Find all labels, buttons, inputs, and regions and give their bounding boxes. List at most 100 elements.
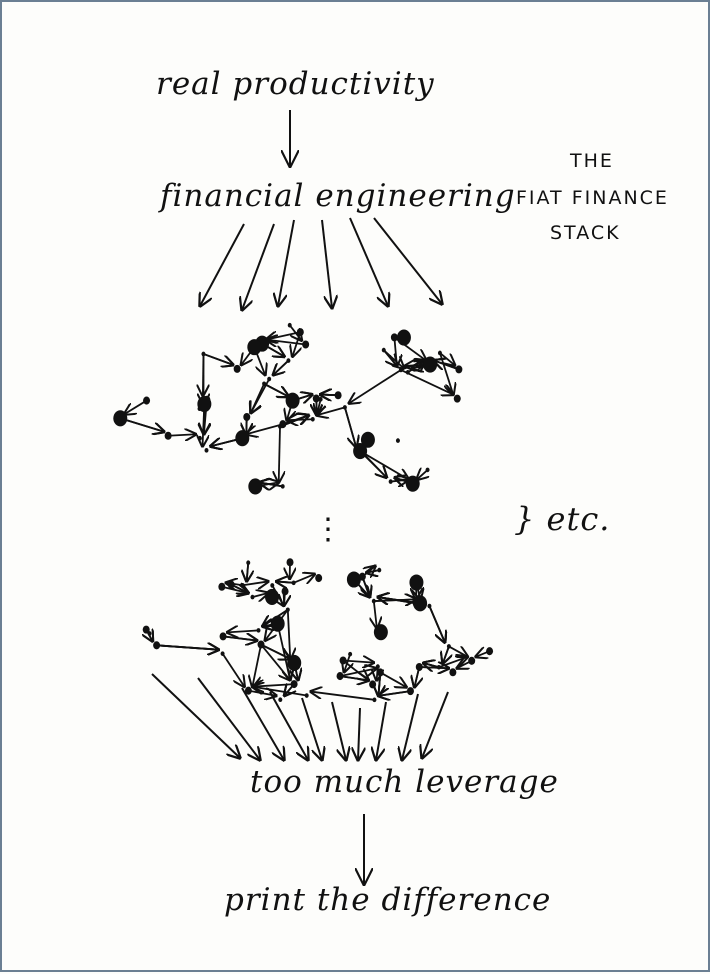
network-edge xyxy=(443,646,449,663)
network-node xyxy=(372,698,376,703)
network-node xyxy=(337,672,344,680)
fan-in-arrows xyxy=(152,674,448,760)
network-node xyxy=(221,651,225,656)
network-edge xyxy=(273,361,288,375)
network-node xyxy=(165,432,172,440)
network-node xyxy=(407,687,414,695)
network-node xyxy=(369,680,376,688)
network-node xyxy=(271,616,285,632)
fan-out-arrow xyxy=(350,218,388,306)
network-node xyxy=(348,652,352,657)
network-node xyxy=(389,479,393,484)
network-node xyxy=(197,396,211,412)
network-node xyxy=(437,665,441,670)
fan-out-arrows xyxy=(200,218,442,310)
fan-in-arrow xyxy=(332,702,346,760)
network-node xyxy=(340,656,347,664)
network-node xyxy=(256,628,260,633)
network-node xyxy=(409,574,423,590)
network-edge xyxy=(261,645,290,659)
network-edge xyxy=(374,601,377,628)
fan-in-arrow xyxy=(302,698,322,760)
network-node xyxy=(416,663,423,671)
title-line-2: FIAT FINANCE xyxy=(516,187,669,209)
network-edge xyxy=(223,654,245,687)
network-edge xyxy=(294,574,315,583)
network-node xyxy=(291,680,298,688)
fan-in-arrow xyxy=(270,692,308,760)
fan-in-arrow xyxy=(242,688,284,760)
fan-in-arrow xyxy=(422,692,448,758)
network-node xyxy=(198,436,202,441)
network-node xyxy=(113,410,127,426)
network-edge xyxy=(276,581,293,582)
network-node xyxy=(278,697,282,702)
network-node xyxy=(454,395,461,403)
network-node xyxy=(447,644,451,649)
network-node xyxy=(258,641,265,649)
network-node xyxy=(286,393,300,409)
network-node xyxy=(423,357,437,373)
network-edge xyxy=(378,691,410,696)
network-node xyxy=(377,568,381,573)
network-node xyxy=(265,589,279,605)
network-node xyxy=(201,352,205,357)
network-node xyxy=(234,365,241,373)
network-edge xyxy=(124,401,146,415)
network-node xyxy=(282,587,289,595)
ellipsis-marker: ⋮ xyxy=(313,512,344,547)
network-node xyxy=(262,381,266,386)
network-node xyxy=(391,333,398,341)
network-node xyxy=(377,668,384,676)
network-node xyxy=(305,693,309,698)
network-node xyxy=(302,341,309,349)
network-node xyxy=(353,443,367,459)
network-edge xyxy=(266,340,306,345)
network-node xyxy=(278,424,282,429)
network-node xyxy=(449,668,456,676)
network-node xyxy=(241,583,245,588)
network-node xyxy=(313,394,320,402)
network-node xyxy=(143,397,150,405)
network-edge xyxy=(243,581,269,585)
network-node xyxy=(205,448,209,453)
network-node xyxy=(374,624,388,640)
network-edge xyxy=(157,645,219,649)
fan-in-arrow xyxy=(402,694,418,760)
fan-in-arrow xyxy=(376,702,386,760)
network-node xyxy=(281,484,285,489)
network-node xyxy=(246,560,250,565)
network-edge xyxy=(227,630,258,632)
network-node xyxy=(153,641,160,649)
network-node xyxy=(218,583,225,591)
network-edge xyxy=(223,636,257,640)
network-node xyxy=(413,595,427,611)
fan-in-arrow xyxy=(358,708,360,760)
network-edge xyxy=(380,672,406,687)
network-node xyxy=(286,358,290,363)
network-edge xyxy=(417,470,428,480)
network-node xyxy=(250,595,254,600)
etc-label: } etc. xyxy=(514,500,610,538)
network-edge xyxy=(252,645,261,687)
network-node xyxy=(315,574,322,582)
network-edge xyxy=(246,424,283,434)
network-edge xyxy=(247,563,249,582)
network-node xyxy=(286,607,290,612)
network-edge xyxy=(317,407,345,415)
network-edge xyxy=(264,384,288,397)
network-edge xyxy=(222,587,249,593)
network-node xyxy=(243,413,250,421)
fan-out-arrow xyxy=(322,220,332,308)
real-productivity-label: real productivity xyxy=(156,66,435,102)
network-edge xyxy=(311,692,375,700)
network-edge xyxy=(449,646,468,656)
fan-out-arrow xyxy=(278,220,294,306)
network-edge xyxy=(288,610,290,659)
network-node xyxy=(287,558,294,566)
network-node xyxy=(311,417,315,422)
network-node xyxy=(406,370,410,375)
network-node xyxy=(220,632,227,640)
